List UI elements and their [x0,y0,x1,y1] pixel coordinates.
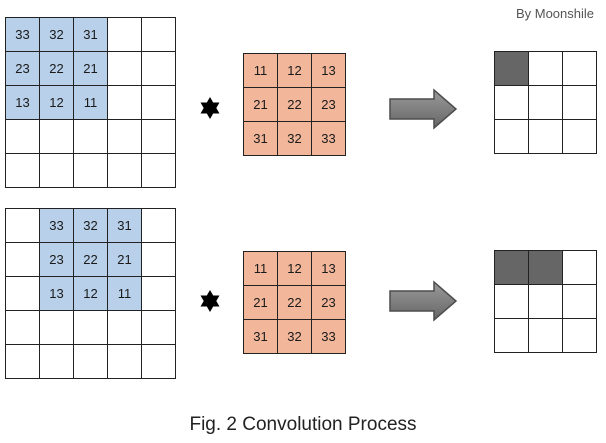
input-cell [141,119,176,154]
kernel-cell: 31 [243,319,278,354]
kernel-cell: 11 [243,251,278,286]
output-cell [528,51,563,86]
kernel-cell: 33 [311,319,346,354]
input-cell: 32 [39,17,74,52]
output-cell [528,85,563,120]
output-cell [528,250,563,285]
input-cell [141,51,176,86]
input-cell [5,153,40,188]
input-cell [141,17,176,52]
star-icon [200,290,220,312]
input-cell [73,153,108,188]
input-cell [39,119,74,154]
output-cell [528,119,563,154]
figure-caption: Fig. 2 Convolution Process [189,414,417,435]
input-cell [141,85,176,120]
output-matrix [494,51,597,154]
kernel-cell: 12 [277,251,312,286]
kernel-cell: 32 [277,319,312,354]
kernel-cell: 21 [243,285,278,320]
kernel-cell: 31 [243,121,278,156]
input-cell [141,153,176,188]
star-icon [200,97,220,119]
input-cell [5,242,40,277]
output-cell [494,119,529,154]
input-cell [107,85,142,120]
input-cell [5,344,40,379]
output-matrix [494,250,597,353]
kernel-cell: 23 [311,285,346,320]
input-cell: 33 [39,208,74,243]
input-cell: 21 [107,242,142,277]
input-cell [73,310,108,345]
input-cell [141,242,176,277]
input-cell: 31 [73,17,108,52]
kernel-cell: 22 [277,285,312,320]
input-cell [5,310,40,345]
output-cell [494,250,529,285]
input-cell: 13 [39,276,74,311]
kernel-cell: 21 [243,87,278,122]
kernel-cell: 23 [311,87,346,122]
output-cell [562,119,597,154]
output-cell [494,51,529,86]
arrow-right-icon [389,88,458,130]
output-cell [562,284,597,319]
input-cell [107,51,142,86]
input-cell: 22 [39,51,74,86]
input-cell: 31 [107,208,142,243]
input-cell: 32 [73,208,108,243]
output-cell [494,318,529,353]
attribution: By Moonshile [515,6,594,21]
input-cell [107,344,142,379]
input-cell [5,276,40,311]
output-cell [562,250,597,285]
input-cell: 21 [73,51,108,86]
kernel-cell: 32 [277,121,312,156]
input-cell [141,208,176,243]
input-cell [107,17,142,52]
input-cell: 33 [5,17,40,52]
kernel-cell: 13 [311,53,346,88]
input-cell [73,344,108,379]
input-cell [107,119,142,154]
input-cell [141,310,176,345]
output-cell [562,51,597,86]
kernel-cell: 11 [243,53,278,88]
input-cell [39,310,74,345]
output-cell [562,318,597,353]
input-cell: 23 [39,242,74,277]
input-cell [141,276,176,311]
output-cell [562,85,597,120]
input-cell: 12 [73,276,108,311]
input-cell [5,119,40,154]
kernel-cell: 13 [311,251,346,286]
input-cell: 12 [39,85,74,120]
input-cell [39,344,74,379]
input-cell [73,119,108,154]
output-cell [528,318,563,353]
kernel-cell: 12 [277,53,312,88]
kernel-cell: 33 [311,121,346,156]
input-cell [39,153,74,188]
input-cell [141,344,176,379]
output-cell [494,284,529,319]
output-cell [528,284,563,319]
input-cell [107,310,142,345]
input-cell: 13 [5,85,40,120]
input-cell [107,153,142,188]
input-cell [5,208,40,243]
arrow-right-icon [389,280,458,322]
input-cell: 11 [73,85,108,120]
kernel-cell: 22 [277,87,312,122]
output-cell [494,85,529,120]
input-cell: 11 [107,276,142,311]
input-cell: 22 [73,242,108,277]
input-cell: 23 [5,51,40,86]
